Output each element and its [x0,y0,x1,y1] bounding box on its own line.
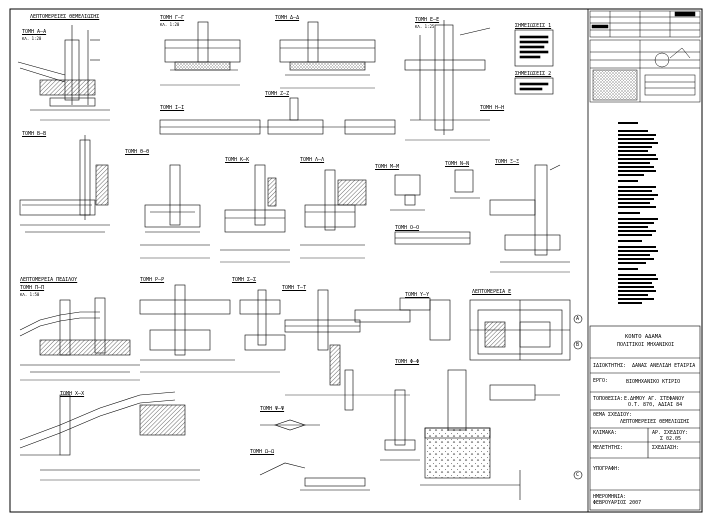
label-section-e: ΤΟΜΗ Ε—Ε [415,17,440,23]
notes-box-2 [514,77,554,95]
detail-small-bracket [390,174,425,211]
section-marker-a-label: A [576,316,580,322]
detail-beam-mid [159,97,396,135]
label-section-d: ΤΟΜΗ Δ—Δ [275,15,300,21]
label-notes-1: ΣΗΜΕΙΩΣΕΙΣ 1 [515,23,552,29]
section-marker-c-label: C [576,472,580,478]
label-section-f: ΤΟΜΗ Φ—Φ [395,359,420,365]
notes-box-1 [514,29,554,67]
key-plan-block [589,39,701,103]
designer-label: ΜΕΛΕΤΗΤΗΣ: [593,445,624,451]
detail-column-footing-large [404,20,491,135]
signature-label: ΥΠΟΓΡΑΦΗ: [593,466,621,472]
label-notes-2: ΣΗΜΕΙΩΣΕΙΣ 2 [515,71,552,77]
label-section-i: ΤΟΜΗ Ι—Ι [160,105,185,111]
detail-small-corbel [450,169,480,199]
section-marker-a [573,314,583,324]
detail-section-b [19,135,110,233]
label-section-x: ΤΟΜΗ Χ—Χ [60,391,85,397]
owner-value: ΔΑΝΑΣ ΑΝΕΛΙΔΗ ΕΤΑΙΡΙΑ [632,363,696,369]
label-section-ks: ΤΟΜΗ Ξ—Ξ [495,159,520,165]
drawing-number-label: ΑΡ. ΣΧΕΔΙΟΥ: [652,430,689,436]
detail-foundation-top-left [17,25,110,111]
detail-section-footing-1 [140,164,210,246]
owner-label: ΙΔΙΟΚΤΗΤΗΣ: [593,363,627,369]
detail-wall-footing-right [489,164,570,263]
checker-label: ΣΧΕΔΙΑΣΗ: [652,445,680,451]
label-section-p: ΤΟΜΗ Π—Π [20,285,45,291]
scale-label-3: ΚΛ. 1:25 [415,24,435,29]
label-section-s: ΤΟΜΗ Σ—Σ [232,277,257,283]
detail-grade-beam-2 [279,21,376,76]
label-footing-detail: ΛΕΠΤΟΜΕΡΕΙΑ ΠΕΔΙΛΟΥ [20,277,78,283]
project-label: ΕΡΓΟ: [593,378,609,384]
scale-label-4: ΚΛ. 1:50 [20,292,40,297]
label-section-a: ΤΟΜΗ Α—Α [22,29,47,35]
section-marker-b [573,340,583,350]
office-name: ΚΟΝΤΟ ΑΔΑΜΑ [625,334,662,340]
location-value-2: Ο.Τ. 870, ΑΔΙΑΙ 84 [628,402,683,408]
location-label: ΤΟΠΟΘΕΣΙΑ: [593,396,624,402]
location-value-1: Ε.ΔΗΜΟΥ ΑΓ. ΣΤΕΦΑΝΟΥ [624,396,685,402]
label-section-th: ΤΟΜΗ Θ—Θ [125,149,150,155]
label-section-z: ΤΟΜΗ Ζ—Ζ [265,91,290,97]
drawing-number-value: Σ 02.05 [660,436,682,442]
label-section-b: ΤΟΜΗ Β—Β [22,131,47,137]
label-section-m: ΤΟΜΗ Μ—Μ [375,164,400,170]
detail-small-connections [259,419,370,491]
label-section-o: ΤΟΜΗ Ο—Ο [395,225,420,231]
sheet-frame [9,8,703,513]
office-subtitle: ΠΟΛΙΤΙΚΟΙ ΜΗΧΑΝΙΚΟΙ [617,342,675,348]
detail-grade-beam-1 [164,21,241,71]
title-block [589,325,701,511]
revision-block [589,10,701,38]
detail-section-footing-3 [300,169,367,246]
scale-label-2: ΚΛ. 1:20 [160,22,180,27]
detail-stair-foundation [19,297,140,373]
section-marker-c [573,470,583,480]
label-section-h: ΤΟΜΗ Η—Η [480,105,505,111]
dimension-lines [20,84,570,481]
scale-label-1: ΚΛ. 1:20 [22,36,42,41]
label-section-t: ΤΟΜΗ Τ—Τ [282,285,307,291]
label-section-y: ΤΟΜΗ Υ—Υ [405,292,430,298]
label-section-l: ΤΟΜΗ Λ—Λ [300,157,325,163]
drawing-title-value: ΛΕΠΤΟΜΕΡΕΙΕΣ ΘΕΜΕΛΙΩΣΗΣ [620,419,690,425]
section-marker-b-label: B [576,342,580,348]
detail-pile-cap-row [139,284,286,361]
label-section-n: ΤΟΜΗ Ν—Ν [445,161,470,167]
date-label: ΗΜΕΡΟΜΗΝΙΑ: [593,494,627,500]
label-foundation-details: ΛΕΠΤΟΜΕΡΕΙΕΣ ΘΕΜΕΛΙΩΣΗΣ [30,14,100,20]
detail-plan-box [469,299,571,361]
scale-label: ΚΛΙΜΑΚΑ: [593,430,618,436]
label-section-ps: ΤΟΜΗ Ψ—Ψ [260,406,285,412]
detail-central-footing [284,289,451,386]
detail-beam-narrow [394,231,471,245]
detail-retaining-wall [344,369,420,461]
drawing-title-label: ΘΕΜΑ ΣΧΕΔΙΟΥ: [593,412,633,418]
label-section-g: ΤΟΜΗ Γ—Γ [160,15,185,21]
label-section-w: ΤΟΜΗ Ω—Ω [250,449,275,455]
label-section-r: ΤΟΜΗ Ρ—Ρ [140,277,165,283]
label-section-k: ΤΟΜΗ Κ—Κ [225,157,250,163]
project-value: ΒΙΟΜΗΧΑΝΙΚΟ ΚΤΙΡΙΟ [626,379,681,385]
detail-section-footing-2 [220,164,290,251]
date-value: ΦΕΒΡΟΥΑΡΙΟΣ 2007 [593,500,642,506]
detail-footing-concrete [420,369,560,500]
specification-notes [618,122,658,304]
detail-ramp-section [19,391,200,471]
label-detail-e: ΛΕΠΤΟΜΕΡΕΙΑ Ε [472,289,512,295]
